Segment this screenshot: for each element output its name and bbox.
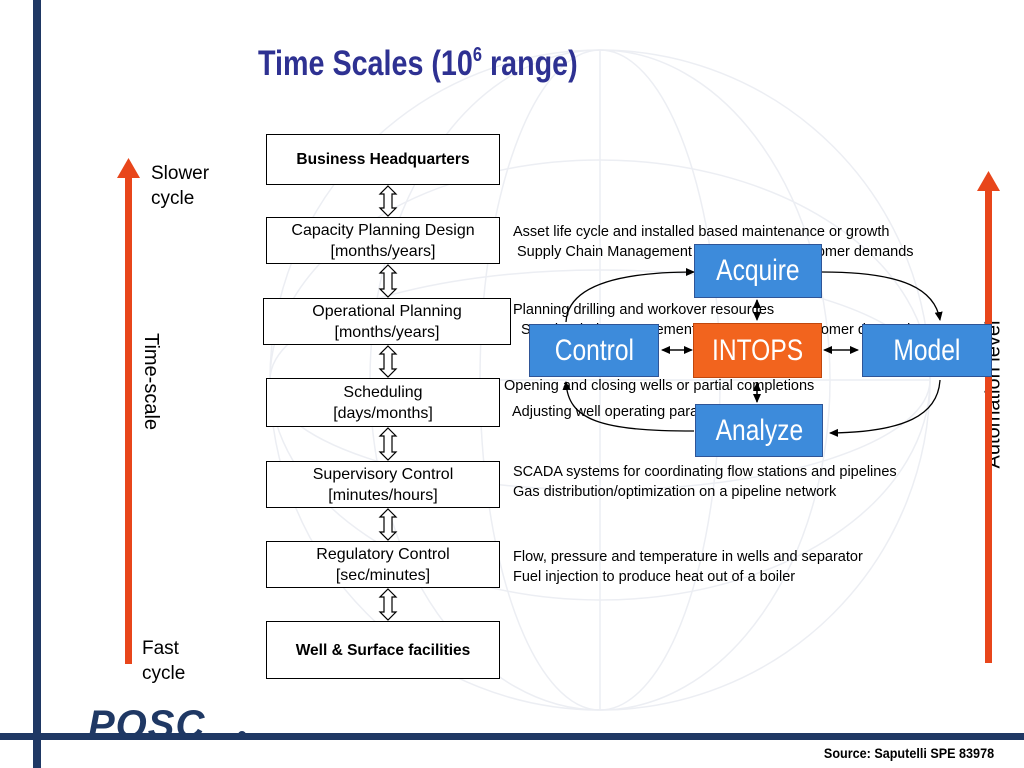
acquire-node: Acquire (694, 244, 822, 298)
slower-cycle-label: Slower cycle (151, 163, 210, 209)
fast-cycle-label: Fast cycle (142, 638, 186, 684)
level-business-headquarters: Business Headquarters (266, 134, 500, 185)
level-well-surface-facilities: Well & Surface facilities (266, 621, 500, 679)
intops-node: INTOPS (693, 323, 822, 378)
level-scheduling: Scheduling[days/months] (266, 378, 500, 427)
slide-title: Time Scales (106 range) (258, 44, 578, 83)
regulatory-description: Flow, pressure and temperature in wells … (513, 549, 863, 585)
posc-logo: POSC (88, 703, 206, 747)
model-node: Model (862, 324, 992, 377)
level-capacity-planning: Capacity Planning Design[months/years] (266, 217, 500, 264)
bottom-frame-bar (0, 733, 1024, 740)
left-frame-bar (33, 0, 41, 768)
control-node: Control (529, 324, 659, 377)
time-scale-label: Time-scale (140, 332, 163, 431)
supervisory-description: SCADA systems for coordinating flow stat… (513, 464, 897, 500)
level-operational-planning: Operational Planning[months/years] (263, 298, 511, 345)
logo-dot (238, 731, 246, 739)
source-citation: Source: Saputelli SPE 83978 (823, 745, 994, 761)
level-regulatory-control: Regulatory Control[sec/minutes] (266, 541, 500, 588)
analyze-node: Analyze (695, 404, 823, 457)
level-supervisory-control: Supervisory Control[minutes/hours] (266, 461, 500, 508)
